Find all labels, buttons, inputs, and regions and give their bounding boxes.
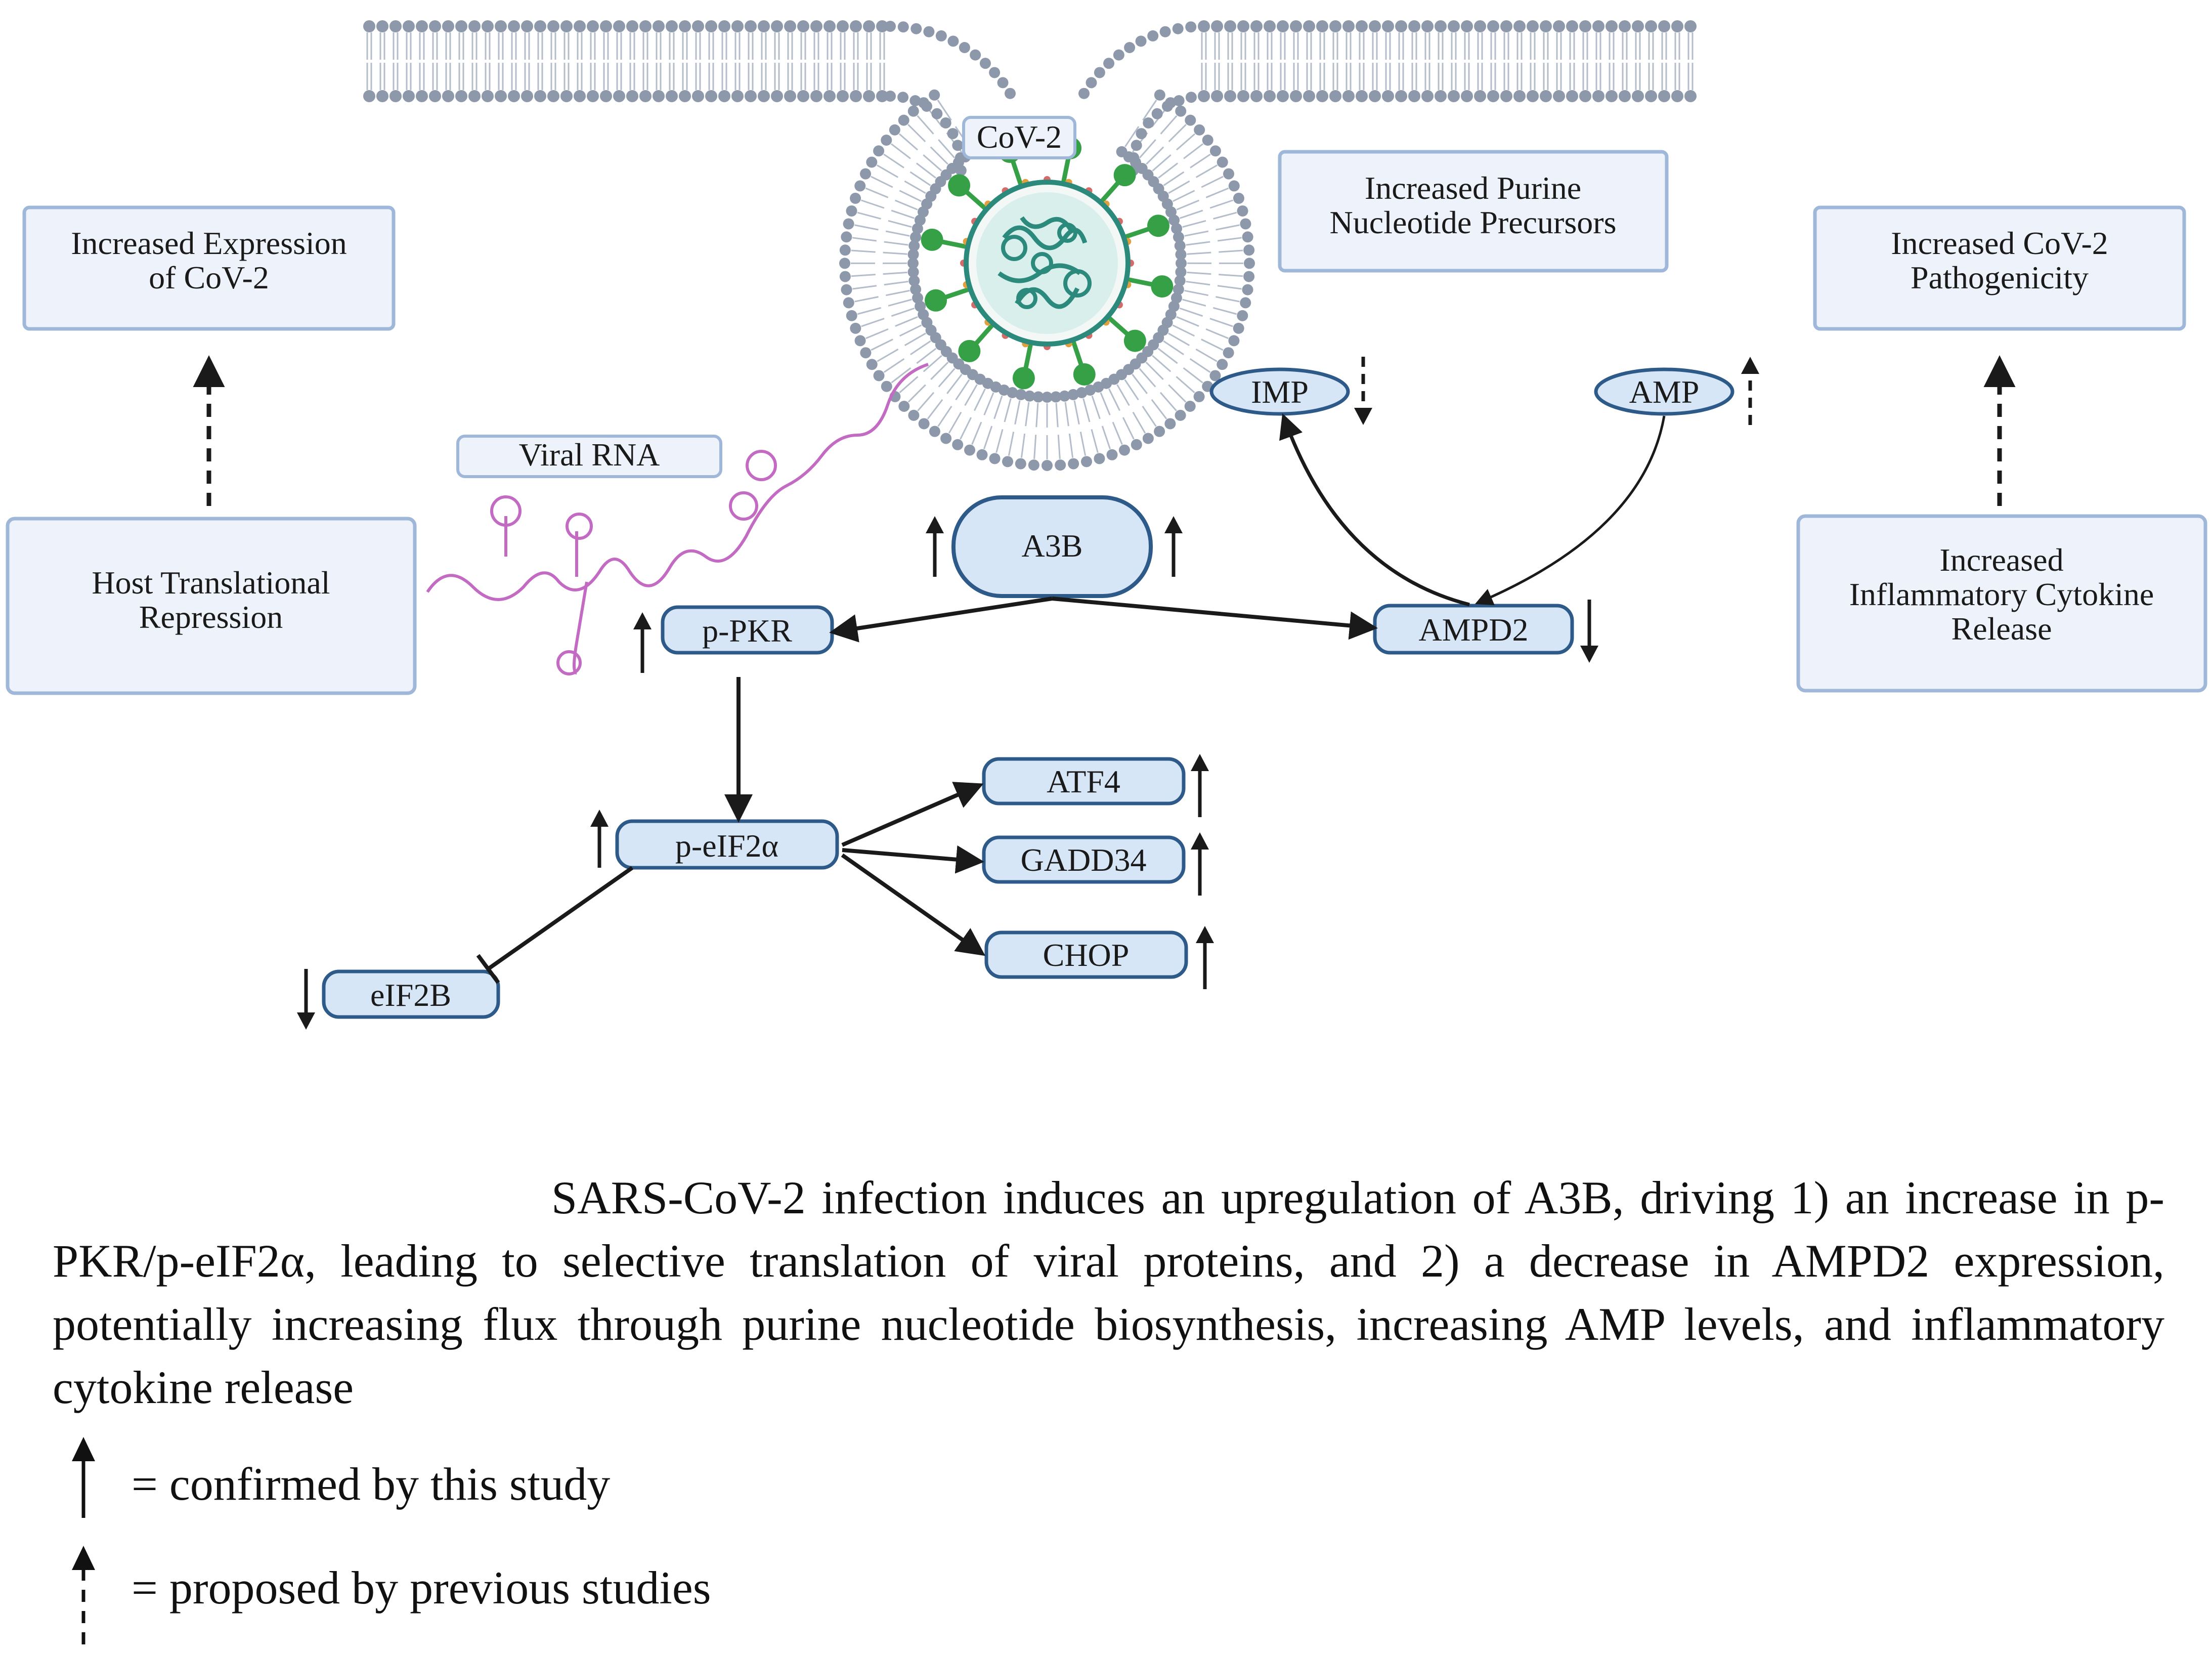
arrow-a3b-to-ppkr: [829, 597, 1053, 643]
svg-text:CHOP: CHOP: [1043, 937, 1130, 973]
svg-text:Nucleotide Precursors: Nucleotide Precursors: [1330, 204, 1617, 240]
box-increased-expression: Increased Expression of CoV-2: [22, 205, 396, 331]
arrow-peif2a-to-chop: [841, 853, 986, 956]
svg-text:eIF2B: eIF2B: [370, 977, 451, 1013]
svg-text:Increased: Increased: [1939, 542, 2063, 578]
arrow-peif2a-to-atf4: [841, 782, 984, 847]
arrowhead-icon: [1580, 646, 1598, 663]
svg-text:Host Translational: Host Translational: [92, 565, 330, 601]
node-imp: IMP: [1209, 367, 1350, 416]
svg-text:p-PKR: p-PKR: [702, 613, 792, 649]
box-inflammatory-cytokine-release: Increased Inflammatory Cytokine Release: [1796, 514, 2207, 693]
svg-text:Repression: Repression: [139, 599, 283, 635]
svg-text:AMP: AMP: [1629, 374, 1700, 410]
svg-text:Viral RNA: Viral RNA: [519, 437, 660, 473]
dashed-up-arrow-icon: [72, 1546, 95, 1644]
solid-up-arrow-icon: [72, 1437, 95, 1518]
arrowhead-icon: [590, 810, 609, 827]
node-p-pkr: p-PKR: [661, 605, 834, 655]
legend-proposed: = proposed by previous studies: [51, 1546, 910, 1644]
node-p-eif2a: p-eIF2α: [615, 819, 839, 870]
box-host-translational-repression: Host Translational Repression: [6, 517, 417, 695]
svg-text:Increased CoV-2: Increased CoV-2: [1891, 225, 2108, 261]
node-amp: AMP: [1594, 367, 1734, 416]
arrow-peif2a-to-gadd34: [842, 845, 984, 874]
svg-text:of CoV-2: of CoV-2: [149, 260, 269, 295]
arrow-a3b-to-ampd2: [1052, 597, 1378, 640]
arrowhead-icon: [1191, 754, 1209, 771]
viral-rna-label: Viral RNA: [456, 435, 722, 478]
node-atf4: ATF4: [982, 757, 1186, 806]
cell-membrane: [363, 20, 1697, 471]
inhibition-peif2a-eif2b: [476, 866, 634, 984]
svg-text:Inflammatory Cytokine: Inflammatory Cytokine: [1849, 576, 2154, 612]
svg-text:AMPD2: AMPD2: [1419, 612, 1529, 648]
node-chop: CHOP: [984, 930, 1188, 979]
arrowhead-icon: [297, 1012, 315, 1030]
box-increased-purine: Increased Purine Nucleotide Precursors: [1278, 150, 1669, 273]
arrow-ampd2-to-imp: [1279, 413, 1470, 607]
svg-text:IMP: IMP: [1251, 374, 1309, 410]
svg-text:ATF4: ATF4: [1047, 764, 1120, 799]
node-gadd34: GADD34: [982, 835, 1186, 884]
regulation-indicators: [297, 357, 1759, 1030]
cov2-label: CoV-2: [962, 116, 1076, 159]
arrowhead-icon: [1741, 357, 1759, 374]
svg-text:Release: Release: [1951, 611, 2052, 647]
pathway-diagram: CoV-2 Increased Expression of CoV-2 Incr…: [6, 20, 2207, 1030]
svg-text:Increased Expression: Increased Expression: [71, 225, 347, 261]
svg-text:p-eIF2α: p-eIF2α: [675, 828, 778, 864]
svg-text:Pathogenicity: Pathogenicity: [1911, 260, 2089, 295]
sars-cov-2-virion: [921, 137, 1174, 390]
arrowhead-icon: [1196, 926, 1214, 943]
box-increased-pathogenicity: Increased CoV-2 Pathogenicity: [1813, 205, 2186, 331]
arrowhead-icon: [926, 516, 944, 533]
arrowhead-icon: [1354, 408, 1372, 425]
node-eif2b: eIF2B: [322, 969, 500, 1019]
node-ampd2: AMPD2: [1373, 604, 1574, 655]
svg-text:GADD34: GADD34: [1021, 842, 1147, 878]
svg-text:CoV-2: CoV-2: [977, 119, 1062, 155]
legend-confirmed: = confirmed by this study: [51, 1437, 910, 1528]
figure-caption: SARS-CoV-2 infection induces an upregula…: [53, 1172, 2164, 1413]
arrowhead-icon: [1164, 516, 1183, 533]
arrow-amp-to-ampd2: [1474, 415, 1666, 606]
node-a3b: A3B: [951, 495, 1153, 598]
arrowhead-icon: [1191, 832, 1209, 850]
viral-rna-strand: [426, 363, 929, 675]
svg-text:Increased Purine: Increased Purine: [1365, 170, 1581, 206]
arrowhead-icon: [633, 612, 652, 629]
svg-text:A3B: A3B: [1022, 528, 1083, 564]
